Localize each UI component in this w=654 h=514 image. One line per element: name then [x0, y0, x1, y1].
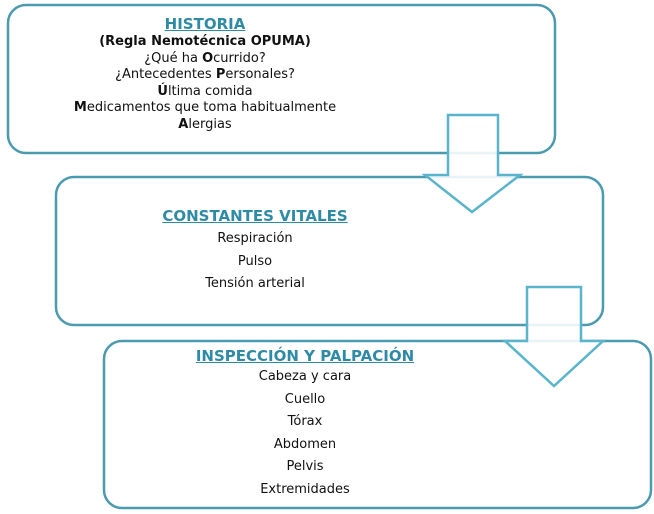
item-pre: ¿Qué ha [144, 50, 203, 66]
down-arrow-icon [501, 285, 607, 388]
list-item: Alergias [60, 117, 350, 134]
constantes-box [54, 175, 605, 327]
constantes-section: CONSTANTES VITALES Respiración Pulso Ten… [110, 206, 400, 296]
historia-section: HISTORIA (Regla Nemotécnica OPUMA) ¿Qué … [60, 14, 350, 133]
list-item: Pelvis [286, 459, 324, 474]
down-arrow-icon [421, 113, 524, 214]
item-post: currido? [213, 50, 266, 66]
list-item: Abdomen [273, 436, 337, 452]
item-bold: A [178, 116, 189, 132]
inspeccion-section: INSPECCIÓN Y PALPACIÓN Cabeza y cara Cue… [160, 346, 450, 501]
item-bold: M [73, 100, 87, 115]
item-post: edicamentos que toma habitualmente [86, 100, 337, 115]
list-item: Tórax [287, 414, 323, 429]
item-bold: O [202, 50, 214, 66]
historia-box [6, 3, 557, 155]
item-post: ersonales? [225, 67, 295, 82]
item-post: ltima comida [167, 83, 253, 99]
list-item: Pulso [237, 253, 273, 269]
item-bold: Ú [157, 83, 168, 99]
item-bold: P [215, 67, 226, 82]
item-post: lergias [188, 116, 232, 132]
list-item: Última comida [60, 84, 350, 101]
list-item: Respiración [217, 231, 293, 246]
list-item: Tensión arterial [205, 276, 305, 291]
historia-title: HISTORIA [164, 15, 246, 33]
list-item: Cuello [284, 391, 326, 407]
historia-subtitle: (Regla Nemotécnica OPUMA) [99, 34, 311, 49]
list-item: Extremidades [260, 481, 350, 497]
list-item: Cabeza y cara [258, 369, 352, 384]
list-item: ¿Antecedentes Personales? [60, 67, 350, 84]
inspeccion-box [102, 339, 653, 510]
item-pre: ¿Antecedentes [115, 67, 216, 82]
list-item: Medicamentos que toma habitualmente [60, 100, 350, 117]
inspeccion-title: INSPECCIÓN Y PALPACIÓN [195, 347, 415, 365]
list-item: ¿Qué ha Ocurrido? [60, 51, 350, 68]
constantes-title: CONSTANTES VITALES [162, 207, 348, 225]
